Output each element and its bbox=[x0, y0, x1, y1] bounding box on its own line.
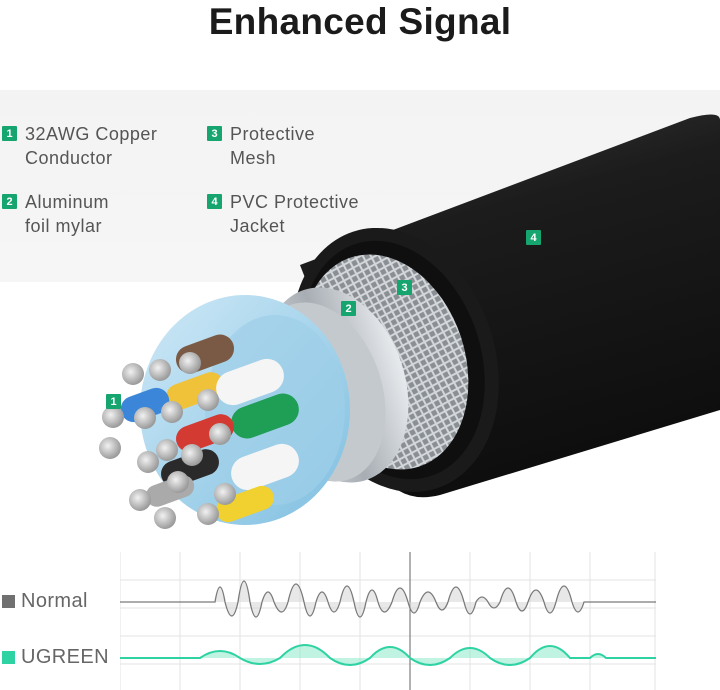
legend-label: 32AWG Copper Conductor bbox=[25, 124, 158, 168]
legend-badge: 4 bbox=[207, 194, 222, 209]
signal-comparison-graph bbox=[120, 552, 656, 690]
ugreen-swatch bbox=[2, 651, 15, 664]
normal-swatch bbox=[2, 595, 15, 608]
normal-signal-wave bbox=[120, 580, 656, 618]
legend-item-jacket: 4 PVC Protective Jacket bbox=[207, 190, 359, 238]
callout-mesh: 3 bbox=[397, 280, 412, 295]
legend-label: Aluminum foil mylar bbox=[25, 192, 110, 236]
legend-label: Protective Mesh bbox=[230, 124, 316, 168]
legend-item-foil: 2 Aluminum foil mylar bbox=[2, 190, 109, 238]
legend-badge: 1 bbox=[2, 126, 17, 141]
page-title: Enhanced Signal bbox=[208, 1, 512, 42]
ugreen-signal-wave bbox=[120, 644, 656, 666]
legend-badge: 3 bbox=[207, 126, 222, 141]
legend-ugreen: UGREEN bbox=[2, 646, 109, 669]
signal-grid bbox=[120, 552, 656, 690]
legend-item-mesh: 3 Protective Mesh bbox=[207, 122, 315, 170]
callout-foil: 2 bbox=[341, 301, 356, 316]
legend-normal: Normal bbox=[2, 590, 88, 613]
legend-label: PVC Protective Jacket bbox=[230, 192, 360, 236]
legend-badge: 2 bbox=[2, 194, 17, 209]
callout-jacket: 4 bbox=[526, 230, 541, 245]
cable-cross-section-illustration bbox=[99, 114, 720, 529]
copper-conductor-ends bbox=[99, 352, 236, 529]
ugreen-label: UGREEN bbox=[21, 646, 109, 668]
callout-conductor: 1 bbox=[106, 394, 121, 409]
normal-label: Normal bbox=[21, 590, 88, 612]
legend-item-conductor: 1 32AWG Copper Conductor bbox=[2, 122, 157, 170]
